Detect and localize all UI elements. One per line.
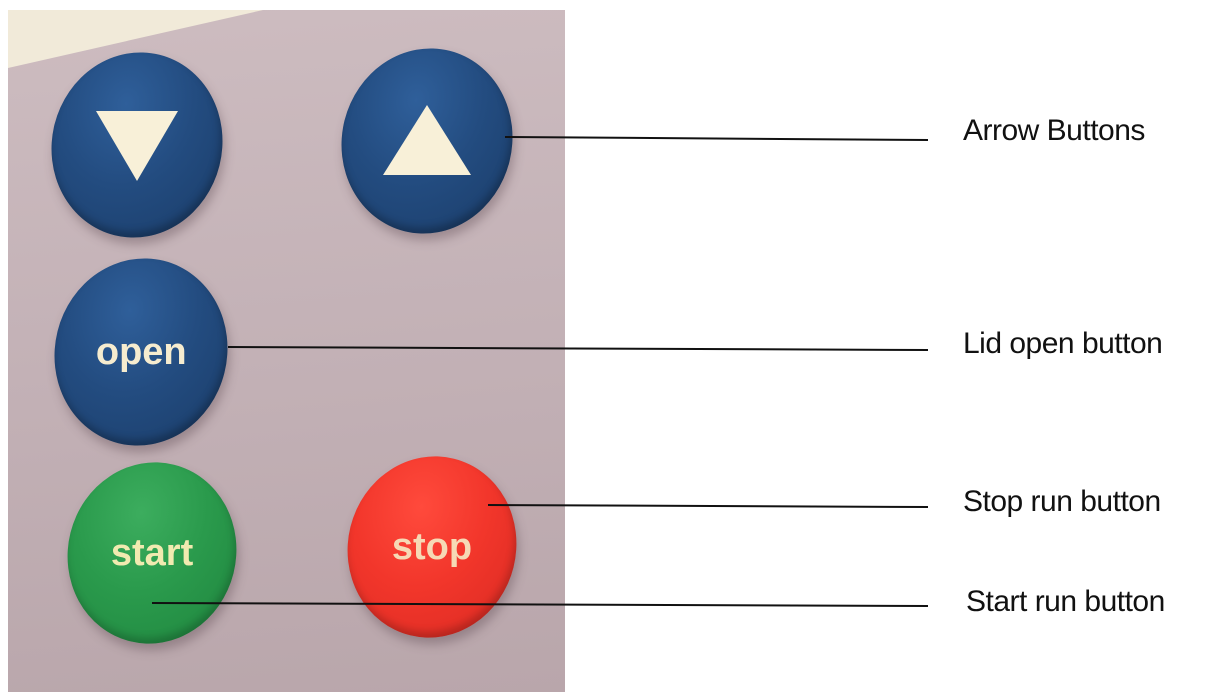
- up-arrow-button[interactable]: [322, 30, 532, 252]
- stop-button-label: stop: [391, 525, 473, 568]
- label-start-run-button: Start run button: [966, 585, 1165, 618]
- label-arrow-buttons: Arrow Buttons: [963, 114, 1145, 147]
- up-triangle-icon: [383, 105, 471, 175]
- down-triangle-icon: [96, 111, 178, 181]
- down-arrow-button[interactable]: [32, 34, 242, 256]
- start-button-label: start: [110, 531, 194, 574]
- callout-line-arrow: [504, 136, 929, 141]
- label-stop-run-button: Stop run button: [963, 485, 1161, 518]
- label-lid-open-button: Lid open button: [963, 327, 1163, 360]
- open-button-label: open: [95, 330, 187, 373]
